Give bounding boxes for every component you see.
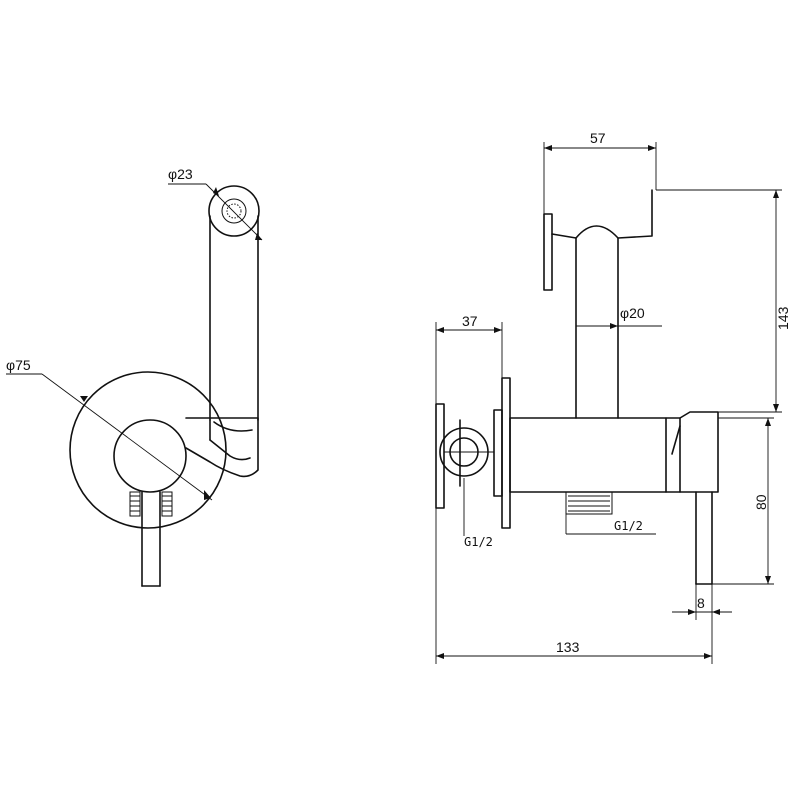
dim-w8: 8 [672,584,732,620]
dim-w8-label: 8 [697,595,705,611]
dim-d75-label: φ75 [6,357,31,373]
thread-right-label: G1/2 [614,519,643,533]
dim-w57-label: 57 [590,130,606,146]
outlet-pipe [695,491,713,585]
wall-plate [69,371,227,529]
valve-body-circle [113,419,187,493]
side-view: 57 φ20 37 143 [435,130,791,664]
hose [141,491,161,587]
shower-head [208,185,260,421]
dim-d20: φ20 [576,305,662,329]
thread-left-label: G1/2 [464,535,493,549]
dim-d23: φ23 [168,166,263,241]
dim-h80-label: 80 [753,494,769,510]
side-wall-plate [493,377,511,529]
front-view: φ23 φ75 [6,166,263,587]
dim-w133-label: 133 [556,639,580,655]
dim-d75: φ75 [6,357,213,501]
side-handle [543,189,653,419]
bottom-thread [565,491,613,515]
dim-d20-label: φ20 [620,305,645,321]
dim-d23-label: φ23 [168,166,193,182]
dim-w57: 57 [543,130,657,214]
thread-label-right: G1/2 [565,514,656,535]
dim-w37: 37 [435,313,503,404]
dim-h80: 80 [712,417,774,585]
valve-body [509,411,719,493]
dim-h143: 143 [656,189,791,413]
wall-connector [435,403,494,509]
thread-hatch [129,491,173,517]
dim-w37-label: 37 [462,313,478,329]
dim-h143-label: 143 [775,306,791,330]
thread-label-left: G1/2 [463,478,493,549]
holder-bracket [185,417,259,478]
dim-w133: 133 [435,508,713,664]
